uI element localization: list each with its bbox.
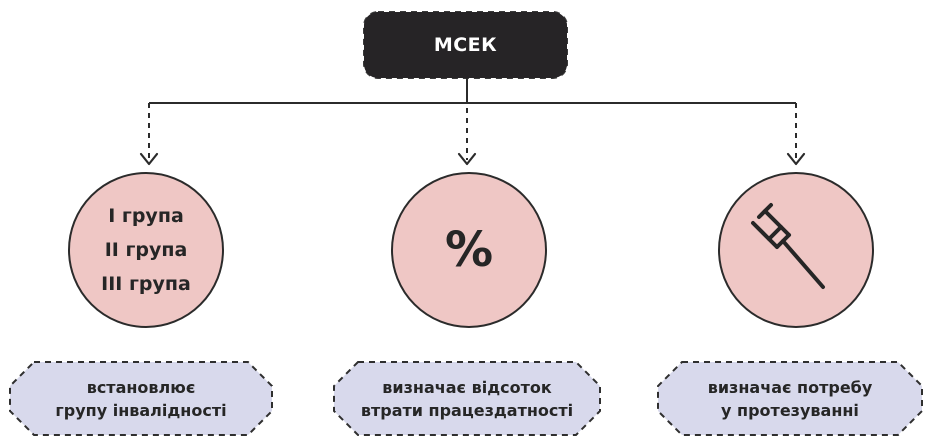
branch-right-arrowhead [786,152,806,166]
work-capacity-loss-circle: % [391,172,547,328]
root-node: МСЕК [364,12,567,78]
root-label: МСЕК [433,34,498,56]
crutch-icon [751,203,825,289]
description-text-right: визначає потребу у протезуванні [707,377,873,420]
description-text-left: встановлює групу інвалідності [55,377,227,420]
branch-left-arrowhead [139,152,159,166]
disability-group-list: I група II група III група [101,200,191,300]
group-item-2: II група [104,239,188,261]
description-label-left: встановлює групу інвалідності [10,362,272,435]
prosthetics-need-circle [718,172,874,328]
group-item-3: III група [101,273,191,295]
description-text-middle: визначає відсоток втрати працездатності [360,377,574,420]
percent-icon: % [444,222,494,278]
description-label-middle: визначає відсоток втрати працездатності [334,362,600,435]
branch-middle-arrowhead [457,152,477,166]
group-item-1: I група [108,205,184,227]
label-box-left-outline [9,361,273,436]
label-box-middle-outline [333,361,601,436]
disability-group-circle: I група II група III група [68,172,224,328]
label-box-right-outline [657,361,923,436]
description-label-right: визначає потребу у протезуванні [658,362,922,435]
